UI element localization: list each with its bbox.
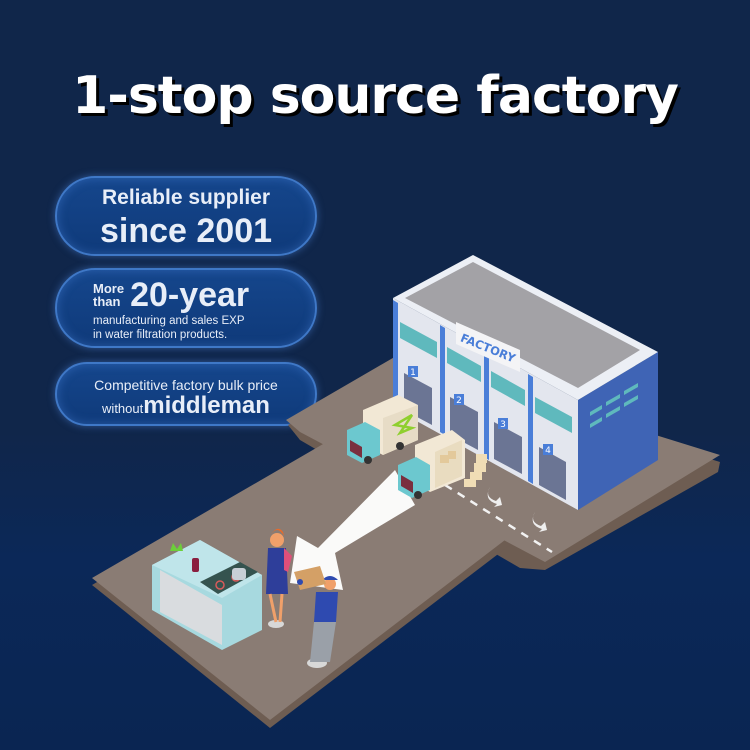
bottle-icon xyxy=(192,558,199,572)
badge-desc-line: in water filtration products. xyxy=(93,329,228,341)
kitchen-counter xyxy=(152,540,262,650)
bay-number: 3 xyxy=(500,420,506,430)
badge-factory-price: Competitive factory bulk price withoutmi… xyxy=(55,362,317,426)
badge-reliable-supplier: Reliable supplier since 2001 xyxy=(55,176,317,256)
turn-arrow-icon xyxy=(532,512,547,532)
road-dashes xyxy=(444,483,553,554)
badge-experience: More than 20-year manufacturing and sale… xyxy=(55,268,317,348)
badge-highlight: middleman xyxy=(143,392,270,419)
truck-icon xyxy=(398,430,487,499)
woman-figure xyxy=(266,528,292,628)
page-title: 1-stop source factory xyxy=(72,66,679,126)
factory-building: 1 2 3 4 FACTORY xyxy=(393,255,658,510)
badge-line-2: withoutmiddleman xyxy=(57,394,315,421)
bay-number-labels: 1 2 3 4 xyxy=(408,366,553,456)
cargo-boxes xyxy=(464,454,487,487)
badge-highlight: 20-year xyxy=(130,276,250,314)
badge-line: Competitive factory bulk price xyxy=(94,377,278,393)
plant-icon xyxy=(170,543,183,551)
pot-icon xyxy=(232,568,246,580)
badge-desc-line: manufacturing and sales EXP xyxy=(93,315,245,327)
delivery-arrow-icon xyxy=(290,470,415,590)
bay-number: 1 xyxy=(410,368,416,378)
badge-line: Reliable supplier xyxy=(101,186,271,209)
badge-prefix-top: More xyxy=(93,281,125,296)
badge-prefix: without xyxy=(102,401,144,416)
badge-prefix-bottom: than xyxy=(93,294,121,309)
delivery-man-figure xyxy=(294,566,338,668)
bay-number: 2 xyxy=(456,396,462,406)
truck-icon xyxy=(347,395,418,464)
badge-highlight: since 2001 xyxy=(99,212,273,250)
turn-arrow-icon xyxy=(487,487,502,507)
bay-number: 4 xyxy=(545,446,551,456)
